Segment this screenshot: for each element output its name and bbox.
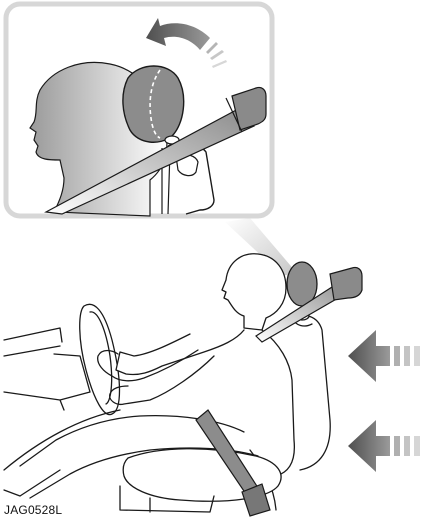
driver-seated-illustration <box>4 254 330 512</box>
arrow-left-icon <box>348 330 420 382</box>
arrow-left-icon <box>348 420 420 472</box>
pedal-area <box>4 410 120 496</box>
seat-back <box>292 315 330 470</box>
belt-guide <box>330 267 362 300</box>
driver-head <box>222 254 286 330</box>
inset-head-restraint <box>123 66 184 142</box>
inset-panel <box>6 4 272 216</box>
dashboard-lines <box>4 328 90 410</box>
figure-reference-code: JAG0528L <box>4 503 62 517</box>
